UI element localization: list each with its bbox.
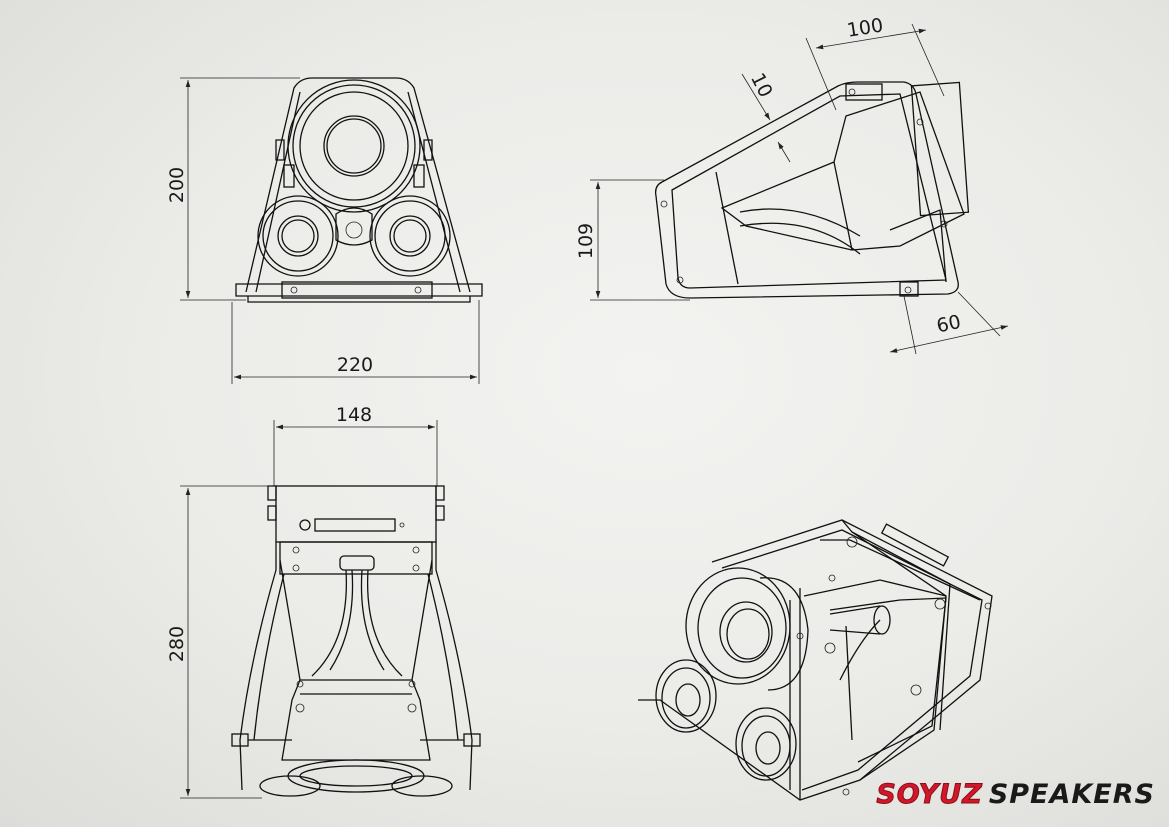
dim-side-offset: 10 [746,70,777,102]
side-top-dimension: 100 [805,14,945,111]
front-view [235,77,483,303]
dim-front-height: 200 [166,167,188,203]
front-height-dimension: 200 [166,77,300,301]
top-view [231,485,481,797]
side-height-dimension: 109 [575,179,690,301]
dim-top-length: 280 [166,626,188,662]
top-length-dimension: 280 [166,485,272,799]
top-width-dimension: 148 [273,404,438,486]
side-bottom-dimension: 60 [889,291,1009,355]
isometric-view [638,519,993,801]
front-width-dimension: 220 [231,300,480,384]
brand-logo-part1: SOYUZ [876,778,983,810]
brand-logo: SOYUZ SPEAKERS [876,777,1155,811]
brand-logo-part2: SPEAKERS [988,778,1155,810]
dim-top-width: 148 [336,404,372,426]
dim-side-bottom: 60 [935,311,963,338]
side-view [654,81,970,299]
dim-side-height: 109 [575,223,597,259]
dim-front-width: 220 [337,354,373,376]
